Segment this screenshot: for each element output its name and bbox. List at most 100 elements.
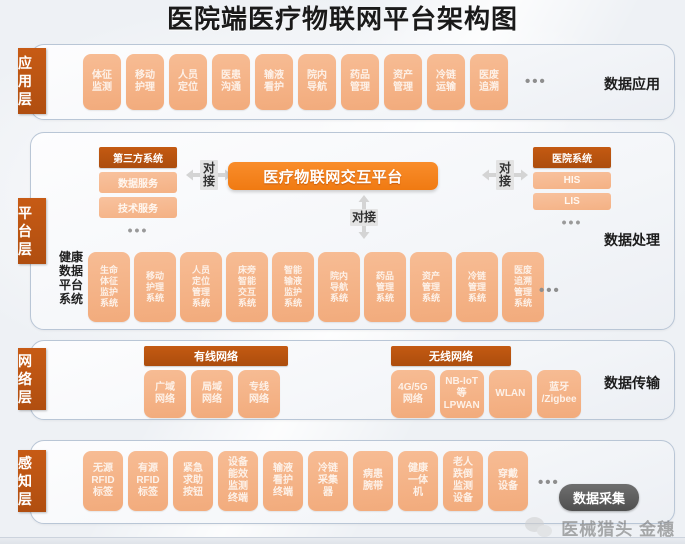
perception-item-4[interactable]: 输液看护终端 [263, 451, 303, 511]
perception-ellipsis: ••• [538, 474, 560, 491]
perception-item-3[interactable]: 设备能效监测终端 [218, 451, 258, 511]
platform-system-6[interactable]: 药品管理系统 [364, 252, 406, 322]
platform-system-1-label: 移动护理系统 [145, 270, 164, 303]
perception-item-8[interactable]: 老人跌倒监测设备 [443, 451, 483, 511]
platform-system-0-label: 生命体征监护系统 [99, 265, 118, 308]
platform-system-8[interactable]: 冷链管理系统 [456, 252, 498, 322]
platform-layer-tag-text: 平台层 [18, 205, 33, 257]
wireless-network-item-2-label: WLAN [495, 388, 526, 399]
application-item-8[interactable]: 冷链运输 [427, 54, 465, 110]
health-data-platform-label-line: 平台 [58, 278, 83, 292]
application-items: 体征监测 移动护理人员定位医患沟通 输液看护 院内导航药品管理资产管理冷链运输医废追溯 [83, 54, 508, 110]
application-item-2[interactable]: 人员定位 [169, 54, 207, 110]
hospital-system-group: 医院系统 HIS LIS ••• [533, 147, 611, 230]
platform-system-7-label: 资产管理系统 [421, 270, 440, 303]
platform-system-7[interactable]: 资产管理系统 [410, 252, 452, 322]
connector-left-label: 对 接 [200, 160, 218, 190]
perception-item-6-label: 病患腕带 [363, 469, 383, 492]
platform-system-5-label: 院内导航系统 [329, 270, 348, 303]
hospital-ellipsis: ••• [561, 214, 583, 230]
platform-system-0[interactable]: 生命体征监护系统 [88, 252, 130, 322]
platform-system-9[interactable]: 医废追溯管理系统 [502, 252, 544, 322]
application-layer-tag-text: 应用层 [18, 55, 33, 107]
perception-layer-tag-text: 感知层 [18, 455, 33, 507]
application-ellipsis: ••• [525, 73, 547, 90]
perception-item-7[interactable]: 健康一体机 [398, 451, 438, 511]
application-item-4[interactable]: 输液看护 [255, 54, 293, 110]
platform-system-8-label: 冷链管理系统 [467, 270, 486, 303]
application-item-3[interactable]: 医患沟通 [212, 54, 250, 110]
perception-item-8-label: 老人跌倒监测设备 [453, 457, 473, 504]
application-item-0-label: 体征监测 [92, 70, 112, 93]
third-party-item-tech-service[interactable]: 技术服务 [99, 197, 177, 218]
third-party-item-data-service[interactable]: 数据服务 [99, 172, 177, 193]
third-party-ellipsis: ••• [127, 222, 149, 238]
application-layer-tag: 应用层 [18, 48, 46, 114]
application-layer: 体征监测 移动护理人员定位医患沟通 输液看护 院内导航药品管理资产管理冷链运输医废追溯… [30, 44, 675, 120]
platform-system-3[interactable]: 床旁智能交互系统 [226, 252, 268, 322]
application-item-1-label: 移动护理 [135, 70, 155, 93]
application-item-7-label: 资产管理 [393, 70, 413, 93]
footer-divider [0, 537, 685, 544]
perception-item-2[interactable]: 紧急求助按钮 [173, 451, 213, 511]
core-platform-box[interactable]: 医疗物联网交互平台 [228, 162, 438, 190]
connector-right-label: 对 接 [496, 160, 514, 190]
platform-system-4[interactable]: 智能输液监护系统 [272, 252, 314, 322]
platform-system-9-label: 医废追溯管理系统 [513, 265, 532, 308]
watermark: 医械猎头 金穗 [525, 515, 675, 540]
platform-system-2[interactable]: 人员定位管理系统 [180, 252, 222, 322]
connector-right-label-line2: 接 [498, 174, 511, 188]
network-right-label: 数据传输 [604, 375, 660, 391]
platform-system-5[interactable]: 院内导航系统 [318, 252, 360, 322]
hospital-item-lis[interactable]: LIS [533, 193, 611, 210]
wired-network-group: 有线网络 广域网络局域网络专线网络 [144, 346, 288, 418]
core-platform-label: 医疗物联网交互平台 [263, 168, 403, 186]
perception-item-7-label: 健康一体机 [408, 463, 428, 498]
application-item-1[interactable]: 移动护理 [126, 54, 164, 110]
perception-item-9[interactable]: 穿戴设备 [488, 451, 528, 511]
application-item-3-label: 医患沟通 [221, 70, 241, 93]
platform-system-1[interactable]: 移动护理系统 [134, 252, 176, 322]
platform-system-4-label: 智能输液监护系统 [283, 265, 302, 308]
wired-network-item-0[interactable]: 广域网络 [144, 370, 186, 418]
health-data-platform-label-line: 数据 [58, 264, 83, 278]
perception-item-6[interactable]: 病患腕带 [353, 451, 393, 511]
health-data-platform-label: 健康数据平台系统 [56, 250, 86, 306]
application-item-6[interactable]: 药品管理 [341, 54, 379, 110]
hospital-item-his[interactable]: HIS [533, 172, 611, 189]
wireless-network-item-3-label: 蓝牙/Zigbee [541, 382, 577, 405]
application-item-7[interactable]: 资产管理 [384, 54, 422, 110]
perception-item-5-label: 冷链采集器 [318, 463, 338, 498]
perception-item-5[interactable]: 冷链采集器 [308, 451, 348, 511]
wired-network-item-1[interactable]: 局域网络 [191, 370, 233, 418]
application-item-9[interactable]: 医废追溯 [470, 54, 508, 110]
wired-network-item-0-label: 广域网络 [155, 382, 175, 405]
connector-left: 对 接 [186, 155, 232, 195]
network-layer-tag: 网络层 [18, 348, 46, 410]
application-item-5[interactable]: 院内导航 [298, 54, 336, 110]
platform-ellipsis: ••• [539, 282, 561, 299]
application-item-5-label: 院内导航 [307, 70, 327, 93]
application-item-4-label: 输液看护 [264, 70, 284, 93]
wireless-network-badge: 无线网络 [391, 346, 511, 366]
wireless-network-item-2[interactable]: WLAN [488, 370, 533, 418]
perception-layer-tag: 感知层 [18, 450, 46, 512]
wired-network-item-2[interactable]: 专线网络 [238, 370, 280, 418]
wireless-network-item-3[interactable]: 蓝牙/Zigbee [537, 370, 581, 418]
platform-layer-tag: 平台层 [18, 198, 46, 264]
application-item-9-label: 医废追溯 [479, 70, 499, 93]
application-item-0[interactable]: 体征监测 [83, 54, 121, 110]
wired-network-badge: 有线网络 [144, 346, 288, 366]
